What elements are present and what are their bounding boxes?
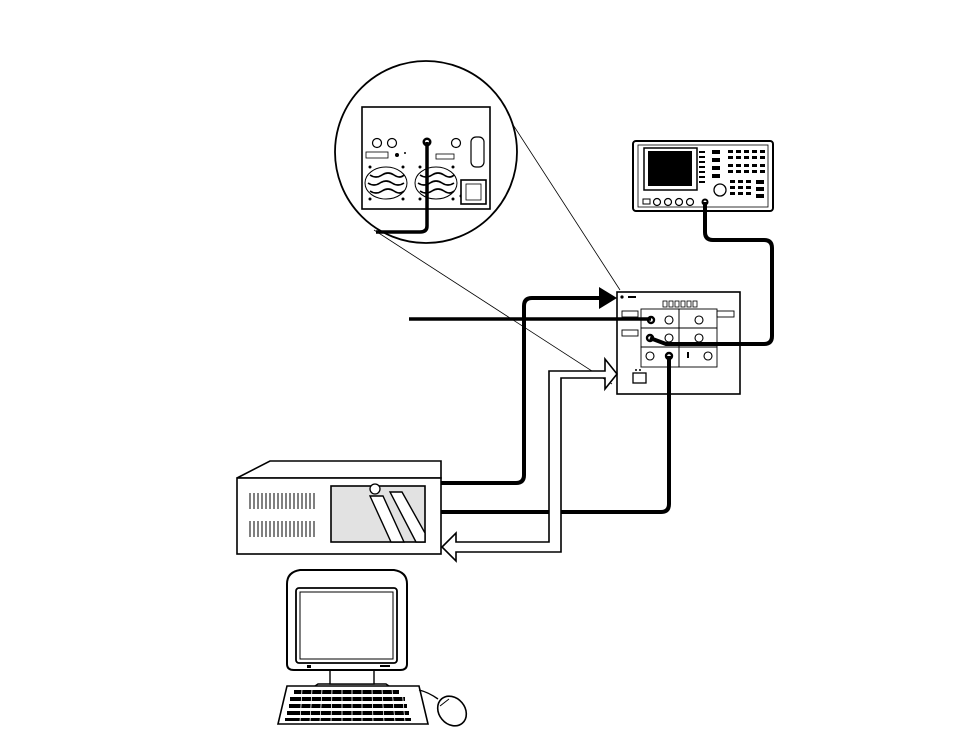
computer-chassis (237, 461, 441, 554)
test-set-to-computer-data (442, 359, 617, 561)
mouse (419, 690, 472, 732)
spectrum-analyzer (633, 141, 773, 211)
monitor (287, 570, 407, 690)
computer-to-test-set-control (441, 298, 600, 483)
keyboard (278, 686, 428, 724)
control-arrowhead (599, 287, 617, 309)
